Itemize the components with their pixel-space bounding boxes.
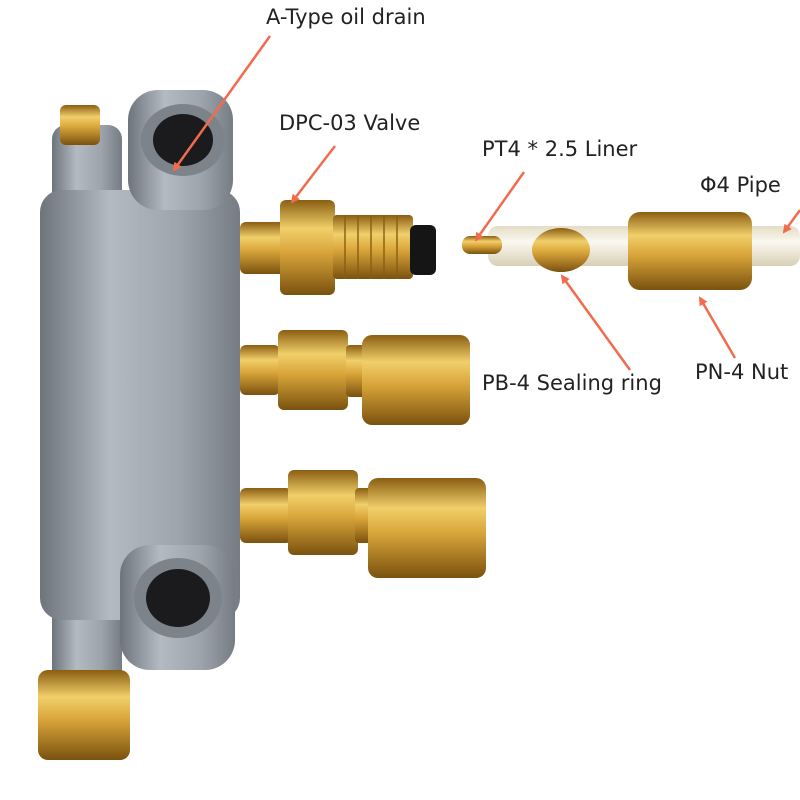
pipe-assembly <box>462 212 800 290</box>
label-pt4-liner: PT4 * 2.5 Liner <box>482 137 638 161</box>
bottom-fitting <box>240 470 486 578</box>
middle-fitting <box>240 330 470 425</box>
label-pipe: Φ4 Pipe <box>700 173 781 197</box>
label-a-type-oil-drain: A-Type oil drain <box>266 5 426 29</box>
drain-port-bottom <box>134 558 222 638</box>
label-pb-4-sealing-ring: PB-4 Sealing ring <box>482 371 662 395</box>
callout-arrows <box>172 35 800 371</box>
label-pn-4-nut: PN-4 Nut <box>695 360 789 384</box>
dpc-03-valve <box>240 200 436 295</box>
label-dpc-03-valve: DPC-03 Valve <box>279 111 421 135</box>
manifold-body <box>38 90 240 760</box>
drain-port-top <box>141 104 225 176</box>
